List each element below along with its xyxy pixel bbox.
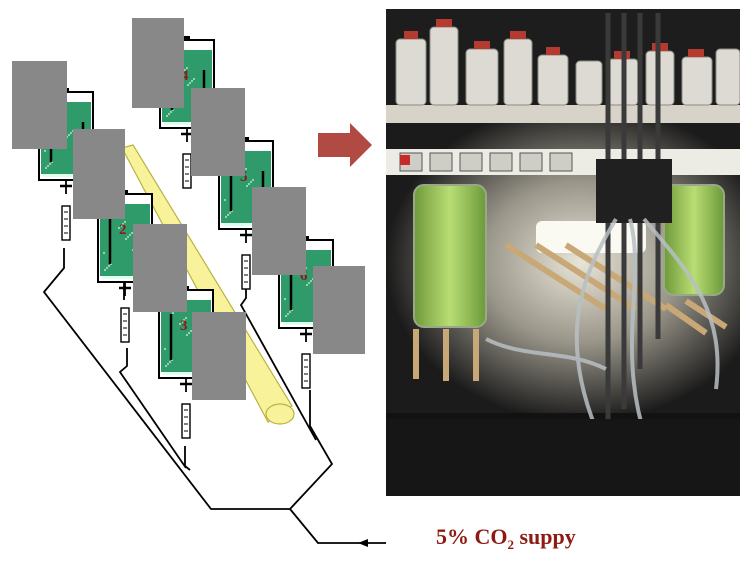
reactor-number-label: 6 [300, 268, 308, 284]
reactor-number-label: 2 [119, 222, 127, 238]
setup-photo [386, 9, 740, 496]
reactor-number-label: 4 [181, 68, 189, 84]
image-placeholder [192, 312, 246, 400]
image-placeholder [132, 18, 184, 108]
flow-arrow-icon [318, 123, 372, 167]
image-placeholder [252, 187, 306, 275]
inlet-arrow-icon [358, 539, 368, 547]
reactor-number-label: 5 [240, 169, 248, 185]
image-placeholder [313, 266, 365, 354]
reactor-number-label: 3 [180, 318, 188, 334]
reactor-schematic: 123456 [12, 18, 386, 547]
image-placeholder [133, 224, 187, 312]
image-placeholder [12, 61, 67, 149]
image-placeholder [191, 88, 245, 176]
co2-supply-label: 5% CO2 suppy [436, 524, 576, 552]
image-placeholder [73, 129, 125, 219]
